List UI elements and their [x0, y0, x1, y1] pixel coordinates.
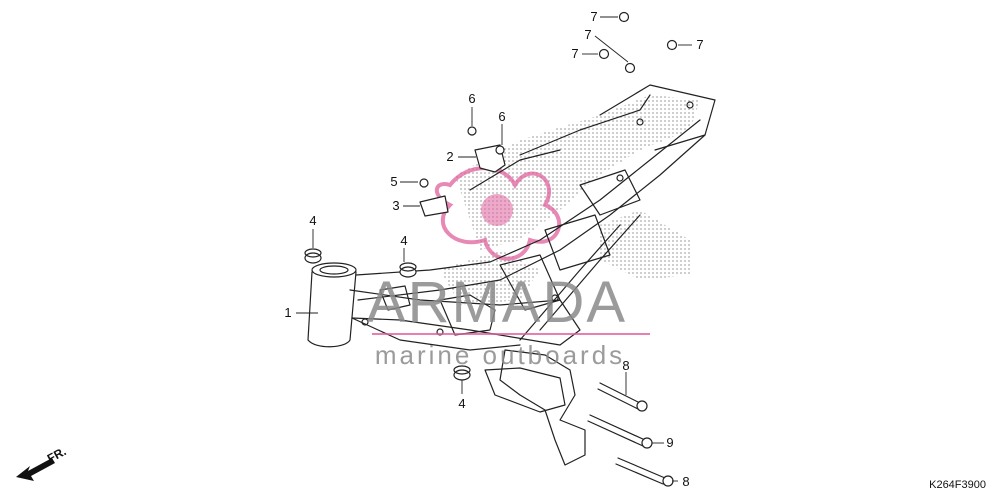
callout-8-upper: 8 — [622, 358, 629, 373]
watermark: ARMADA marine outboards — [367, 270, 650, 370]
callout-7-right: 7 — [696, 37, 703, 52]
callout-4-top-left: 4 — [309, 213, 316, 228]
callout-9: 9 — [666, 435, 673, 450]
callout-4-mid: 4 — [400, 233, 407, 248]
callout-6-left: 6 — [468, 91, 475, 106]
callout-5: 5 — [390, 174, 397, 189]
bolt-6-left — [467, 126, 477, 136]
arrow-left-down-icon — [16, 458, 55, 481]
bracket-3 — [419, 195, 449, 217]
callout-3: 3 — [392, 198, 399, 213]
leader-lines — [296, 16, 692, 482]
bolts-7 — [598, 11, 678, 74]
bolt-8-upper — [597, 382, 648, 412]
front-direction-indicator: FR. — [16, 444, 68, 481]
watermark-tagline: marine outboards — [375, 340, 625, 370]
callout-7-left: 7 — [571, 46, 578, 61]
bolt-8-lower — [615, 457, 674, 487]
callout-6-right: 6 — [498, 109, 505, 124]
main-frame — [307, 84, 716, 466]
callout-1: 1 — [284, 305, 291, 320]
callout-7-second: 7 — [584, 27, 591, 42]
callout-8-lower: 8 — [682, 474, 689, 489]
callout-7-top: 7 — [590, 9, 597, 24]
diagram-code: K264F3900 — [929, 479, 986, 491]
callout-2: 2 — [446, 149, 453, 164]
callout-labels: 1 2 3 4 4 4 5 6 6 7 7 7 7 8 8 9 — [284, 9, 703, 489]
bolt-9 — [587, 414, 653, 449]
bolt-6-right — [495, 145, 505, 155]
watermark-brand: ARMADA — [367, 270, 627, 335]
collar-4-top-left — [304, 248, 322, 264]
collar-4-mid — [399, 262, 417, 278]
bolt-5 — [419, 178, 429, 188]
callout-4-bottom: 4 — [458, 396, 465, 411]
